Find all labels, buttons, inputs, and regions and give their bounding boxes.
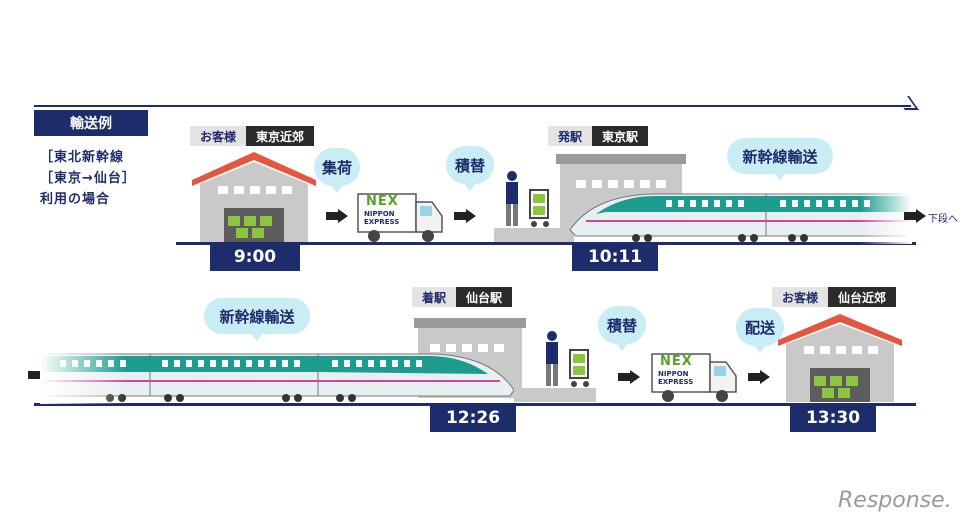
time-departure: 10:11: [572, 243, 658, 271]
origin-customer-label: お客様 東京近郊: [190, 126, 315, 146]
truck-logo-line2: EXPRESS: [658, 378, 694, 386]
arrow-right-icon: [904, 209, 926, 223]
continue-note: 下段へ: [928, 214, 958, 225]
time-arrival: 12:26: [430, 404, 516, 432]
truck-icon: [357, 193, 443, 242]
origin-customer-label-place: 東京近郊: [246, 126, 315, 146]
dest-warehouse-icon: [778, 314, 902, 402]
step-shinkansen-bubble-top: 新幹線輸送: [727, 138, 833, 181]
step-transfer-bubble: 積替: [446, 146, 494, 191]
departure-station-label: 発駅 東京駅: [548, 126, 649, 146]
condition-line-1: ［東北新幹線: [40, 150, 125, 165]
arrow-right-icon: [326, 209, 348, 223]
step-pickup-bubble: 集荷: [314, 148, 360, 193]
dest-customer-label: お客様 仙台近郊: [772, 287, 897, 307]
time-pickup: 9:00: [210, 243, 300, 271]
truck-logo-line2: EXPRESS: [364, 218, 400, 226]
step-delivery-bubble: 配送: [736, 308, 784, 353]
arrival-station-label: 着駅 仙台駅: [412, 287, 513, 307]
truck-logo-line1: NIPPON: [364, 210, 395, 218]
platform: [514, 388, 596, 402]
top-divider-hook: [895, 96, 919, 110]
truck-logo-line1: NIPPON: [658, 370, 689, 378]
truck-icon: [651, 353, 737, 402]
truck-logo-mark: NEX: [660, 354, 693, 369]
top-baseline: [176, 242, 916, 245]
origin-customer-label-name: お客様: [190, 126, 247, 146]
watermark-logo: Response.: [838, 488, 952, 513]
example-tag: 輸送例: [34, 110, 148, 136]
arrow-right-icon: [454, 209, 476, 223]
arrow-right-icon: [748, 370, 770, 384]
time-delivery: 13:30: [790, 404, 876, 432]
condition-line-2: ［東京→仙台］: [40, 171, 136, 186]
departure-station-label-name: 発駅: [548, 126, 593, 146]
worker-with-cart-icon: [506, 171, 549, 227]
arrival-station-label-name: 着駅: [412, 287, 457, 307]
platform: [494, 228, 574, 242]
top-divider-line: [34, 105, 911, 107]
shinkansen-train-icon: [566, 186, 912, 244]
shinkansen-train-icon: [40, 346, 518, 404]
worker-with-cart-icon: [546, 331, 589, 387]
dest-customer-label-place: 仙台近郊: [828, 287, 897, 307]
departure-station-label-place: 東京駅: [592, 126, 649, 146]
step-shinkansen-bubble-bottom: 新幹線輸送: [204, 298, 310, 341]
arrival-station-label-place: 仙台駅: [456, 287, 513, 307]
step-transfer-bubble-bottom: 積替: [598, 306, 646, 351]
dest-customer-label-name: お客様: [772, 287, 829, 307]
arrow-right-icon: [618, 370, 640, 384]
truck-logo-mark: NEX: [366, 194, 399, 209]
origin-warehouse-icon: [192, 152, 316, 242]
condition-line-3: 利用の場合: [40, 192, 111, 207]
